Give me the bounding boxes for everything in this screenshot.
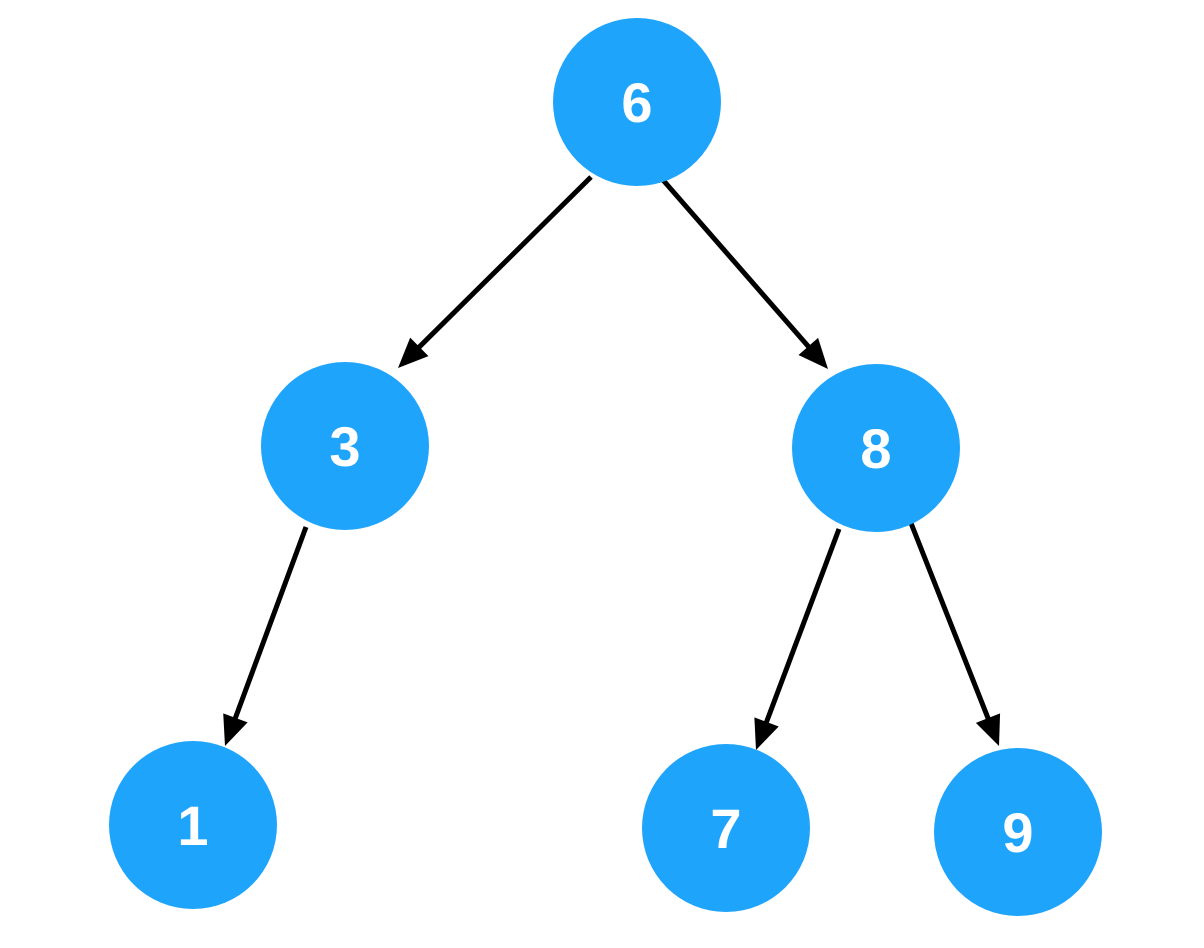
tree-node-7: 7: [642, 744, 810, 912]
arrowhead: [975, 713, 1001, 746]
node-circle: [553, 18, 721, 186]
edge-3-to-1: [223, 526, 309, 746]
node-circle: [934, 748, 1102, 916]
node-circle: [642, 744, 810, 912]
edge-6-to-8: [661, 178, 828, 369]
node-label: 7: [710, 797, 741, 860]
tree-node-1: 1: [109, 741, 277, 909]
edge-8-to-9: [906, 517, 1001, 746]
node-label: 9: [1002, 801, 1033, 864]
node-label: 1: [177, 794, 208, 857]
edge-line: [763, 528, 842, 725]
edge-line: [906, 517, 992, 721]
node-label: 8: [860, 417, 891, 480]
tree-node-3: 3: [261, 362, 429, 530]
arrowhead: [398, 337, 429, 368]
arrowhead: [754, 717, 779, 750]
edge-8-to-7: [754, 528, 842, 750]
edge-6-to-3: [398, 175, 593, 368]
arrowhead: [798, 337, 828, 369]
tree-node-9: 9: [934, 748, 1102, 916]
arrowhead: [223, 713, 248, 746]
node-label: 3: [329, 415, 360, 478]
node-circle: [261, 362, 429, 530]
nodes-layer: 6 3 8 1 7 9: [109, 18, 1102, 916]
edge-line: [232, 526, 309, 721]
edges-layer: [223, 175, 1001, 750]
edge-line: [416, 175, 593, 351]
node-circle: [109, 741, 277, 909]
tree-node-8: 8: [792, 364, 960, 532]
node-circle: [792, 364, 960, 532]
edge-line: [661, 178, 812, 350]
node-label: 6: [621, 71, 652, 134]
tree-node-6: 6: [553, 18, 721, 186]
